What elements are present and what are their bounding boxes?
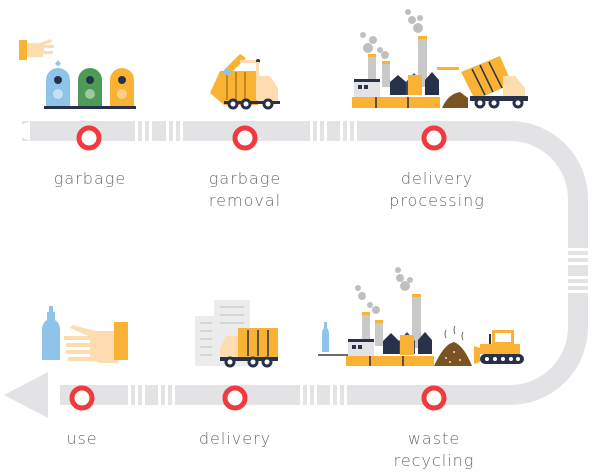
step-marker-use[interactable] [69,385,95,411]
process-track [4,121,588,418]
step-marker-delivery-processing[interactable] [421,125,447,151]
track-dashes [128,121,588,405]
factory-dump-truck-icon [352,9,528,109]
step-label-delivery: delivery [198,429,272,448]
hand-bottle-icon [42,306,128,363]
track-start-notch [8,121,30,141]
step-label-delivery-processing: delivery processing [389,169,485,210]
step-marker-garbage-removal[interactable] [232,125,258,151]
step-marker-garbage[interactable] [76,125,102,151]
step-label-waste-recycling: waste recycling [393,429,475,470]
step-marker-delivery[interactable] [222,385,248,411]
track-arrow-head [4,372,48,418]
step-label-garbage-removal: garbage removal [208,169,282,210]
delivery-truck-city-icon [195,300,278,368]
recycling-bins-icon [19,39,136,109]
step-marker-waste-recycling[interactable] [421,385,447,411]
step-label-garbage: garbage [53,169,127,188]
garbage-truck-icon [210,54,280,110]
step-label-use: use [66,429,98,448]
recycling-plant-bulldozer-icon [318,267,524,366]
